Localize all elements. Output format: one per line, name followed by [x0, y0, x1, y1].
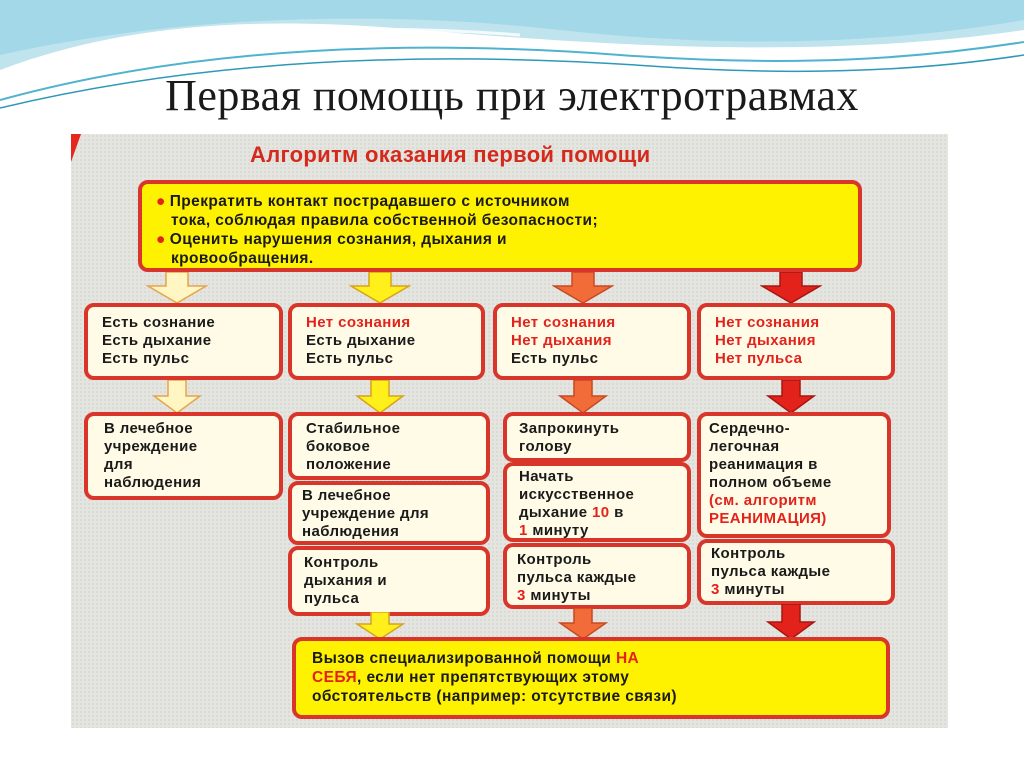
- action-line: 1 минуту: [519, 522, 589, 539]
- action-line: полном объеме: [709, 474, 832, 491]
- action-line: наблюдения: [302, 523, 400, 540]
- action-cpr: Сердечно- легочная реанимация в полном о…: [697, 412, 891, 538]
- initial-actions-box: ●Прекратить контакт пострадавшего с исто…: [138, 180, 862, 272]
- action-line: РЕАНИМАЦИЯ): [709, 510, 827, 527]
- initial-action-1-cont: тока, соблюдая правила собственной безоп…: [171, 212, 599, 229]
- action-line: легочная: [709, 438, 780, 455]
- arrow-down-icon: [349, 272, 411, 304]
- arrow-down-icon: [146, 272, 208, 304]
- arrow-down-icon: [760, 272, 822, 304]
- call-specialized-help-box: Вызов специализированной помощи НА СЕБЯ,…: [292, 637, 890, 719]
- state-line: Есть дыхание: [306, 332, 416, 349]
- state-line: Нет дыхания: [511, 332, 612, 349]
- action-line: реанимация в: [709, 456, 818, 473]
- action-line: учреждение: [104, 438, 198, 455]
- state-line: Нет сознания: [511, 314, 616, 331]
- action-line: боковое: [306, 438, 371, 455]
- arrow-down-icon: [152, 380, 202, 414]
- arrow-down-icon: [766, 380, 816, 414]
- action-line: дыхания и: [304, 572, 388, 589]
- initial-action-2-cont: кровообращения.: [171, 250, 314, 267]
- state-line: Нет сознания: [306, 314, 411, 331]
- slide-title: Первая помощь при электротравмах: [165, 71, 859, 120]
- action-line: Сердечно-: [709, 420, 790, 437]
- state-line: Есть сознание: [102, 314, 216, 331]
- action-line: Контроль: [517, 551, 592, 568]
- state-line: Есть пульс: [306, 350, 394, 367]
- help-line: обстоятельств (например: отсутствие связ…: [312, 688, 677, 705]
- action-line: пульса каждые: [711, 563, 831, 580]
- action-line: искусственное: [519, 486, 635, 503]
- action-artificial-breathing: Начать искусственное дыхание 10 в 1 мину…: [503, 462, 691, 542]
- action-hospital-observation: В лечебное учреждение для наблюдения: [84, 412, 283, 500]
- action-line: пульса каждые: [517, 569, 637, 586]
- bullet-icon: ●: [156, 231, 166, 248]
- arrow-down-icon: [558, 608, 608, 640]
- help-line: Вызов специализированной помощи НА: [312, 650, 640, 667]
- state-box-no-breathing: Нет сознания Нет дыхания Есть пульс: [493, 303, 691, 380]
- state-box-no-pulse: Нет сознания Нет дыхания Нет пульса: [697, 303, 895, 380]
- state-line: Есть пульс: [511, 350, 599, 367]
- action-line: пульса: [304, 590, 360, 607]
- action-line: В лечебное: [302, 487, 391, 504]
- initial-action-2: ●Оценить нарушения сознания, дыхания и: [156, 231, 507, 248]
- action-hospital-observation-2: В лечебное учреждение для наблюдения: [288, 481, 490, 545]
- action-line: Начать: [519, 468, 574, 485]
- arrow-down-icon: [552, 272, 614, 304]
- state-box-unconscious-breathing: Нет сознания Есть дыхание Есть пульс: [288, 303, 485, 380]
- action-monitor-pulse: Контроль пульса каждые 3 минуты: [503, 543, 691, 609]
- action-line: голову: [519, 438, 572, 455]
- action-line: положение: [306, 456, 392, 473]
- initial-action-1: ●Прекратить контакт пострадавшего с исто…: [156, 193, 570, 210]
- bullet-icon: ●: [156, 193, 166, 210]
- arrow-down-icon: [355, 380, 405, 414]
- action-line: дыхание 10 в: [519, 504, 624, 521]
- diagram-heading: Алгоритм оказания первой помощи: [250, 142, 651, 167]
- state-box-conscious: Есть сознание Есть дыхание Есть пульс: [84, 303, 283, 380]
- arrow-down-icon: [766, 604, 816, 640]
- action-monitor-breathing: Контроль дыхания и пульса: [288, 546, 490, 616]
- action-line: (см. алгоритм: [709, 492, 817, 509]
- action-line: Стабильное: [306, 420, 401, 437]
- action-line: 3 минуты: [517, 587, 591, 604]
- action-line: Контроль: [304, 554, 379, 571]
- help-line: СЕБЯ, если нет препятствующих этому: [312, 669, 630, 686]
- action-line: наблюдения: [104, 474, 202, 491]
- action-line: Контроль: [711, 545, 786, 562]
- decorative-waves: [0, 0, 1024, 109]
- state-line: Нет дыхания: [715, 332, 816, 349]
- state-line: Нет сознания: [715, 314, 820, 331]
- arrow-down-icon: [355, 612, 405, 640]
- action-monitor-pulse-2: Контроль пульса каждые 3 минуты: [697, 539, 895, 605]
- corner-accent: [71, 134, 81, 162]
- state-line: Есть дыхание: [102, 332, 212, 349]
- action-tilt-head: Запрокинуть голову: [503, 412, 691, 462]
- action-line: В лечебное: [104, 420, 193, 437]
- state-line: Нет пульса: [715, 350, 803, 367]
- action-line: Запрокинуть: [519, 420, 620, 437]
- action-line: 3 минуты: [711, 581, 785, 598]
- arrow-down-icon: [558, 380, 608, 414]
- action-line: для: [104, 456, 134, 473]
- action-line: учреждение для: [302, 505, 430, 522]
- state-line: Есть пульс: [102, 350, 190, 367]
- action-recovery-position: Стабильное боковое положение: [288, 412, 490, 480]
